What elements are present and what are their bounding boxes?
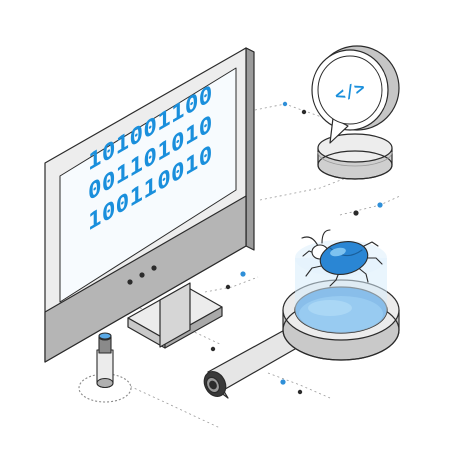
- code-bubble-icon: [311, 45, 400, 180]
- monitor-icon: [44, 47, 255, 363]
- usb-stick-icon: [78, 332, 132, 403]
- monitor-indicator-dots: [127, 265, 157, 285]
- bug-icon: [301, 229, 383, 287]
- connector-dots: [210, 101, 383, 395]
